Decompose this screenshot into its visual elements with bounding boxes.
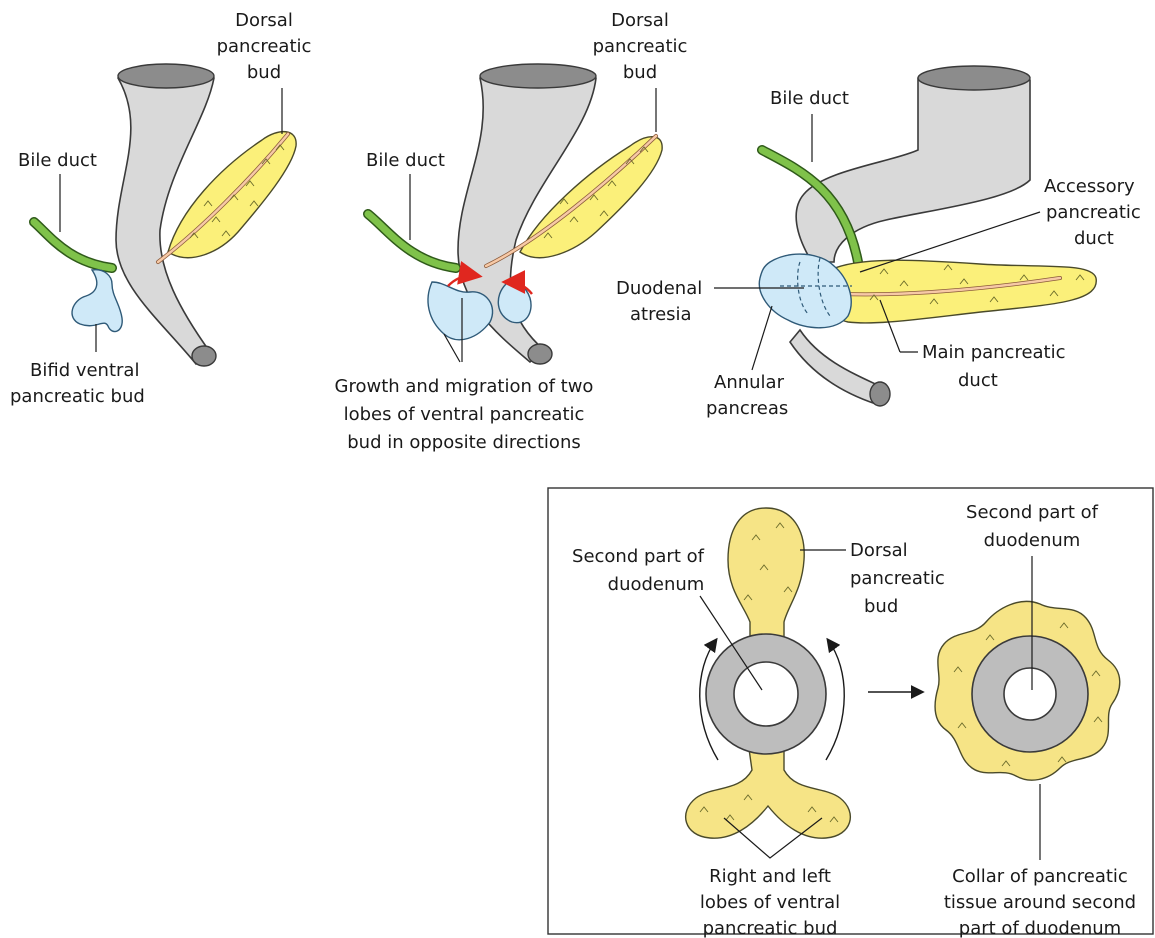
collar-label-3: part of duodenum: [959, 918, 1121, 938]
second-part-right-2: duodenum: [984, 530, 1081, 551]
atresia-label-1: Duodenal: [616, 278, 702, 299]
annular-label-1: Annular: [714, 372, 785, 393]
panel-a: Dorsal pancreatic bud Bile duct Bifid ve…: [10, 10, 311, 407]
dorsal-inset-2: pancreatic: [850, 568, 945, 589]
dorsal-label-a-1: Dorsal: [235, 10, 293, 31]
main-duct-label-2: duct: [958, 370, 998, 391]
growth-label-1: Growth and migration of two: [335, 376, 594, 397]
inset-panel: Second part of duodenum Dorsal pancreati…: [548, 488, 1153, 938]
atresia-label-2: atresia: [630, 304, 692, 325]
annular-label-2: pancreas: [706, 398, 788, 419]
bile-label-c: Bile duct: [770, 88, 849, 109]
ventral-bud-a: [72, 270, 122, 332]
dorsal-inset-1: Dorsal: [850, 540, 908, 561]
second-part-left-2: duodenum: [608, 574, 705, 595]
dorsal-label-a-3: bud: [247, 62, 281, 83]
main-duct-label-1: Main pancreatic: [922, 342, 1066, 363]
annular-pancreas-c: [759, 254, 851, 328]
duodenum-lumen-right: [1004, 668, 1056, 720]
growth-label-3: bud in opposite directions: [347, 432, 580, 453]
bile-label-b: Bile duct: [366, 150, 445, 171]
accessory-label-2: pancreatic: [1046, 202, 1141, 223]
bile-label-a: Bile duct: [18, 150, 97, 171]
dorsal-label-b-3: bud: [623, 62, 657, 83]
collar-label-2: tissue around second: [944, 892, 1136, 913]
accessory-label-1: Accessory: [1044, 176, 1135, 197]
dorsal-label-a-2: pancreatic: [217, 36, 312, 57]
lobes-label-3: pancreatic bud: [703, 918, 838, 938]
lobes-label-2: lobes of ventral: [700, 892, 840, 913]
panel-b: Dorsal pancreatic bud Bile duct Growth a…: [335, 10, 688, 453]
lobes-label-1: Right and left: [709, 866, 831, 887]
second-part-left-1: Second part of: [572, 546, 705, 567]
duodenum-lumen-left: [734, 662, 798, 726]
growth-label-2: lobes of ventral pancreatic: [344, 404, 585, 425]
dorsal-label-b-1: Dorsal: [611, 10, 669, 31]
ventral-label-a-1: Bifid ventral: [30, 360, 139, 381]
dorsal-inset-3: bud: [864, 596, 898, 617]
dorsal-label-b-2: pancreatic: [593, 36, 688, 57]
second-part-right-1: Second part of: [966, 502, 1099, 523]
collar-label-1: Collar of pancreatic: [952, 866, 1128, 887]
dorsal-bud-c: [824, 260, 1096, 323]
ventral-label-a-2: pancreatic bud: [10, 386, 145, 407]
panel-c: Bile duct Accessory pancreatic duct Duod…: [616, 66, 1141, 419]
accessory-label-3: duct: [1074, 228, 1114, 249]
